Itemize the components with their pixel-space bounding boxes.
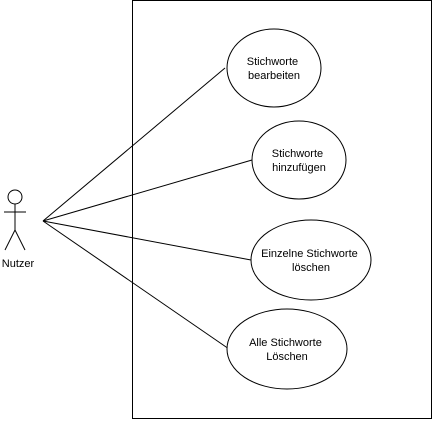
use-case-label-line2: bearbeiten — [248, 70, 300, 82]
use-case-ellipse — [226, 28, 322, 108]
actor-nutzer[interactable] — [4, 189, 26, 251]
use-case-label-line1: Alle Stichworte — [249, 337, 322, 349]
association-line-uc2 — [42, 159, 253, 222]
actor-right-leg — [14, 229, 26, 251]
use-case-label-line2: hinzufügen — [272, 162, 326, 174]
use-case-label: Stichworte bearbeiten — [247, 56, 301, 82]
use-case-ellipse — [251, 120, 347, 200]
association-line-uc1 — [42, 67, 226, 222]
actor-left-leg — [4, 229, 16, 251]
use-case-einzelne-stichworte-loeschen[interactable]: Einzelne Stichworte löschen — [250, 219, 372, 301]
use-case-alle-stichworte-loeschen[interactable]: Alle Stichworte Löschen — [226, 308, 348, 390]
use-case-label: Einzelne Stichworte löschen — [261, 248, 361, 274]
use-case-label-line1: Stichworte — [272, 148, 323, 160]
actor-label: Nutzer — [2, 258, 35, 270]
use-case-ellipse — [226, 308, 348, 390]
use-case-label-line1: Einzelne Stichworte — [261, 248, 358, 260]
use-case-stichworte-bearbeiten[interactable]: Stichworte bearbeiten — [226, 28, 322, 108]
use-case-label-line2: löschen — [292, 262, 330, 274]
use-case-label: Stichworte hinzufügen — [272, 148, 326, 174]
association-line-uc4 — [42, 220, 230, 350]
use-case-ellipse — [250, 219, 372, 301]
use-case-label-line1: Stichworte — [247, 56, 298, 68]
use-case-label-line2: Löschen — [266, 351, 308, 363]
associations — [42, 67, 253, 350]
use-case-label: Alle Stichworte Löschen — [249, 337, 325, 363]
association-line-uc3 — [42, 220, 252, 261]
use-case-stichworte-hinzufuegen[interactable]: Stichworte hinzufügen — [251, 120, 347, 200]
actor-head — [7, 189, 23, 205]
